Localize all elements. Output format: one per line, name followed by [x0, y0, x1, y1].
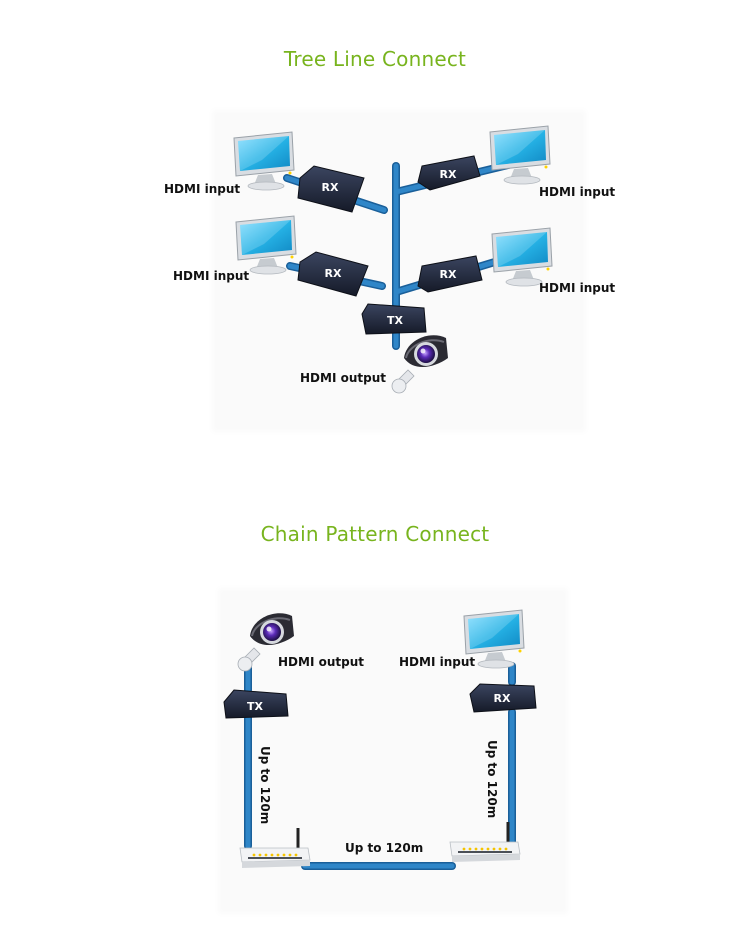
- rx-box-chain: RX: [469, 683, 537, 713]
- camera-icon: [391, 334, 449, 394]
- hdmi-output-label: HDMI output: [278, 655, 364, 669]
- hdmi-input-label: HDMI input: [539, 185, 615, 199]
- rx-box-bottom-right: RX: [417, 255, 483, 293]
- tx-box-chain: TX: [223, 689, 289, 719]
- rx-box-top-left: RX: [297, 165, 365, 213]
- hdmi-input-label: HDMI input: [164, 182, 240, 196]
- svg-text:RX: RX: [440, 268, 457, 281]
- distance-label-left: Up to 120m: [258, 746, 272, 824]
- svg-text:RX: RX: [494, 692, 511, 705]
- hdmi-input-label: HDMI input: [539, 281, 615, 295]
- tree-section-title: Tree Line Connect: [283, 47, 467, 71]
- svg-text:RX: RX: [322, 181, 339, 194]
- chain-section-title: Chain Pattern Connect: [260, 522, 490, 546]
- monitor-icon: [491, 227, 553, 287]
- svg-text:RX: RX: [325, 267, 342, 280]
- svg-text:TX: TX: [247, 700, 264, 713]
- hdmi-input-label: HDMI input: [173, 269, 249, 283]
- chain-cables: [244, 662, 516, 870]
- rx-box-bottom-left: RX: [297, 251, 369, 297]
- svg-text:TX: TX: [387, 314, 404, 327]
- hdmi-input-label: HDMI input: [399, 655, 475, 669]
- monitor-icon: [489, 125, 551, 185]
- svg-text:RX: RX: [440, 168, 457, 181]
- distance-label-bottom: Up to 120m: [345, 841, 423, 855]
- hdmi-output-label: HDMI output: [300, 371, 386, 385]
- tx-box-tree: TX: [361, 303, 427, 335]
- rx-box-top-right: RX: [417, 155, 481, 191]
- distance-label-right: Up to 120m: [485, 740, 499, 818]
- router-icon: [448, 820, 522, 864]
